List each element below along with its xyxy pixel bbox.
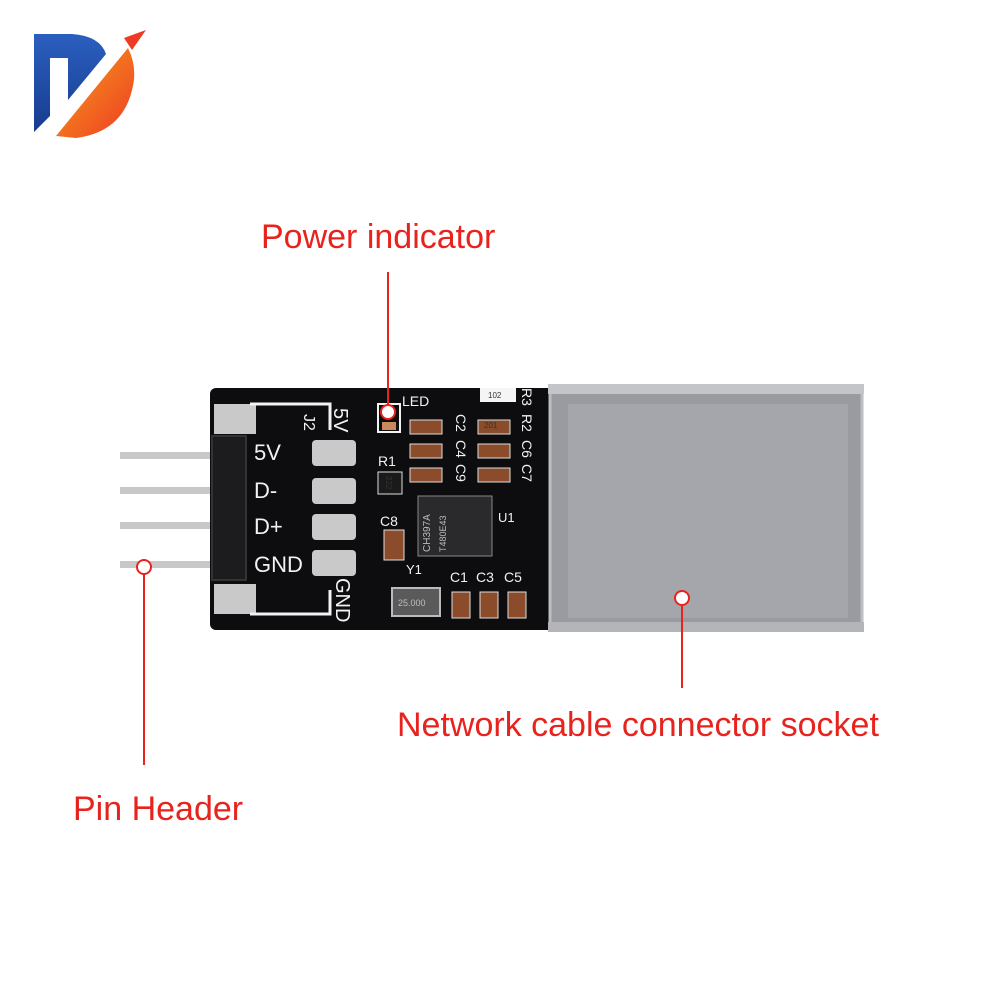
silk-c4: C4: [453, 440, 469, 458]
silk-r3: R3: [519, 388, 535, 406]
silk-5v: 5V: [329, 408, 351, 433]
chip-marking-2: T480E43: [438, 515, 448, 552]
silk-y1: Y1: [406, 562, 422, 577]
marker-power-indicator: [380, 404, 396, 420]
silk-c5: C5: [504, 569, 522, 585]
silk-c7: C7: [519, 464, 535, 482]
leader-power-indicator: [387, 272, 389, 408]
silk-r2: R2: [519, 414, 535, 432]
crystal-marking: 25.000: [398, 598, 426, 608]
pin-label-gnd: GND: [254, 552, 303, 577]
chip-marking-1: CH397A: [422, 514, 433, 552]
silk-c1: C1: [450, 569, 468, 585]
resistor-r1-marking: 222: [384, 476, 393, 490]
callout-power-indicator: Power indicator: [261, 218, 496, 256]
resistor-r3-marking: 102: [488, 391, 502, 400]
silk-c3: C3: [476, 569, 494, 585]
pcb: [210, 388, 562, 630]
chip-ch397a: [417, 495, 493, 557]
pin-header-pins: [120, 452, 222, 568]
leader-pin-header: [143, 575, 145, 765]
callout-pin-header: Pin Header: [73, 790, 244, 828]
marker-pin-header: [136, 559, 152, 575]
resistor-r2-marking: 201: [484, 421, 498, 430]
marker-network-socket: [674, 590, 690, 606]
silk-c6: C6: [519, 440, 535, 458]
callout-network-socket: Network cable connector socket: [397, 706, 879, 744]
silk-r1: R1: [378, 453, 396, 469]
silk-c8: C8: [380, 513, 398, 529]
leader-network-socket: [681, 606, 683, 688]
silk-u1: U1: [498, 510, 515, 525]
silk-j2: J2: [300, 414, 317, 431]
silk-c2: C2: [453, 414, 469, 432]
pin-label-dplus: D+: [254, 514, 283, 539]
silk-led: LED: [402, 393, 429, 409]
brand-logo-icon: [34, 30, 146, 138]
silk-gnd: GND: [331, 578, 353, 622]
pin-label-dminus: D-: [254, 478, 277, 503]
silk-c9: C9: [453, 464, 469, 482]
crystal: [391, 587, 441, 617]
pin-label-5v: 5V: [254, 440, 281, 465]
